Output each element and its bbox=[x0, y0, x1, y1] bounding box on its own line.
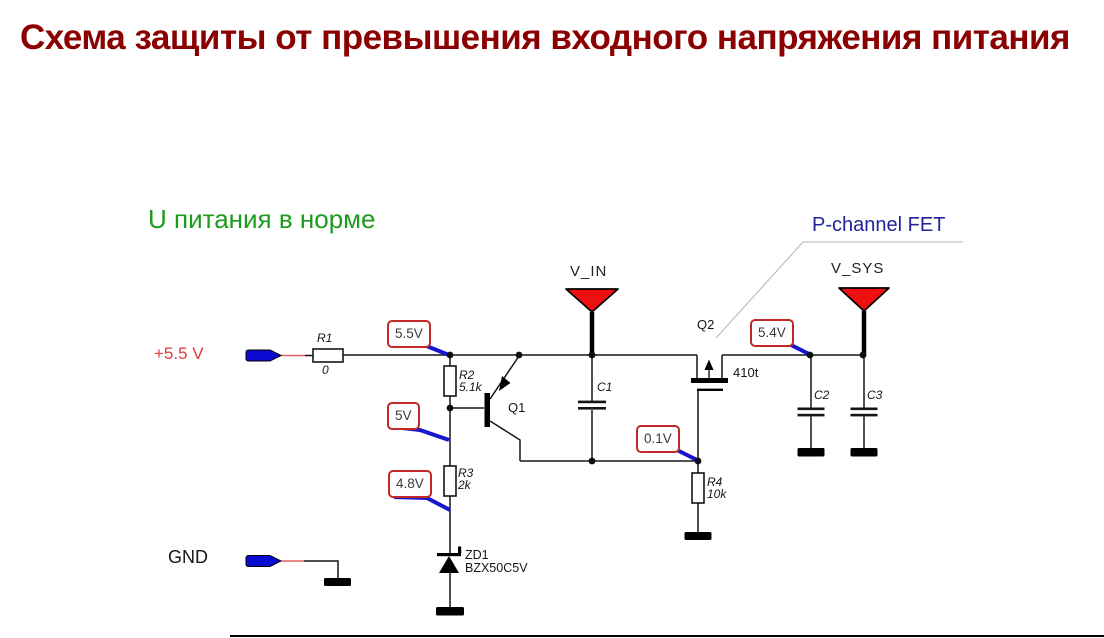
probe-5v5: 5.5V bbox=[387, 320, 431, 348]
r4-ref: R4 bbox=[707, 475, 723, 489]
ground-icon bbox=[797, 448, 825, 457]
r3-ref: R3 bbox=[458, 466, 474, 480]
wires bbox=[304, 354, 865, 607]
vin-flag-icon bbox=[565, 288, 619, 313]
fet-note: P-channel FET bbox=[812, 214, 946, 236]
capacitor-c3 bbox=[850, 407, 878, 411]
resistor-r1 bbox=[312, 348, 344, 363]
state-annotation: U питания в норме bbox=[148, 204, 376, 234]
capacitor-c1 bbox=[578, 400, 606, 404]
zd1-value: BZX50C5V bbox=[465, 561, 528, 575]
vin-flag-label: V_IN bbox=[570, 263, 608, 280]
ground-icon bbox=[436, 607, 464, 616]
page-title: Схема защиты от превышения входного напр… bbox=[20, 18, 1070, 57]
mosfet-q2-symbol bbox=[691, 359, 728, 391]
ground-icon bbox=[324, 578, 351, 586]
zd1-ref: ZD1 bbox=[465, 548, 489, 562]
ground-icon bbox=[850, 448, 878, 457]
transistor-q1-symbol bbox=[484, 376, 511, 427]
r1-value: 0 bbox=[322, 363, 329, 377]
resistor-r3 bbox=[443, 465, 457, 497]
q2-value: 410t bbox=[733, 365, 759, 380]
ground-icon bbox=[684, 532, 712, 540]
q2-ref: Q2 bbox=[697, 317, 715, 332]
fet-leader-line bbox=[715, 241, 963, 339]
c2-ref: C2 bbox=[814, 388, 830, 402]
c3-ref: C3 bbox=[867, 388, 883, 402]
input-net-label: +5.5 V bbox=[154, 344, 204, 363]
input-port-icon bbox=[245, 349, 283, 362]
resistor-r2 bbox=[443, 365, 457, 397]
gnd-net-label: GND bbox=[168, 547, 208, 567]
probe-4v8: 4.8V bbox=[388, 470, 432, 498]
r2-ref: R2 bbox=[459, 368, 475, 382]
probe-5v: 5V bbox=[387, 402, 420, 430]
r2-value: 5.1k bbox=[459, 380, 482, 394]
r1-ref: R1 bbox=[317, 331, 333, 345]
capacitor-plates bbox=[578, 400, 878, 417]
ground-symbols bbox=[324, 448, 878, 616]
probe-0v1: 0.1V bbox=[636, 425, 680, 453]
vsys-flag-label: V_SYS bbox=[831, 260, 885, 277]
resistor-r4 bbox=[691, 472, 705, 504]
power-flag-triangles bbox=[565, 287, 890, 313]
connector-stub-wires bbox=[281, 354, 306, 562]
junction-dots bbox=[446, 351, 867, 465]
zener-zd1-symbol bbox=[437, 546, 462, 573]
resistor-bodies bbox=[312, 348, 705, 504]
capacitor-c2 bbox=[797, 407, 825, 411]
vsys-flag-icon bbox=[838, 287, 890, 312]
r4-value: 10k bbox=[707, 487, 727, 501]
c1-ref: C1 bbox=[597, 380, 613, 394]
q1-ref: Q1 bbox=[508, 400, 526, 415]
port-connectors bbox=[245, 349, 283, 567]
gnd-port-icon bbox=[245, 555, 283, 567]
probe-5v4: 5.4V bbox=[750, 319, 794, 347]
r3-value: 2k bbox=[458, 478, 471, 492]
